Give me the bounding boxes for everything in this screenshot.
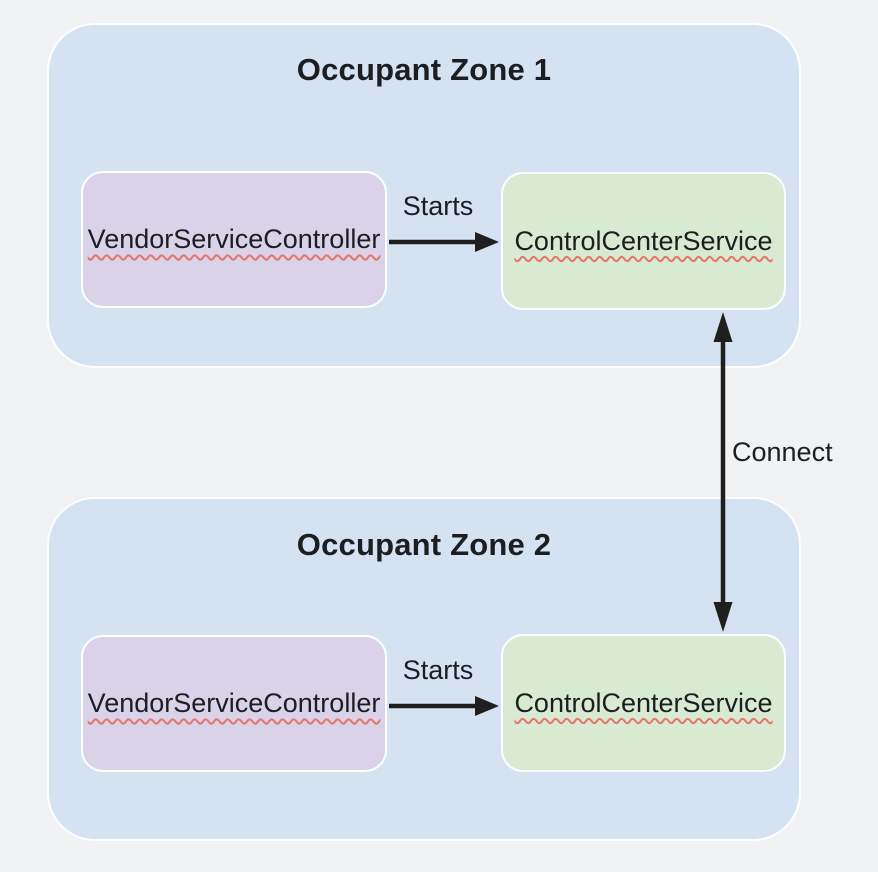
connect-edge-label: Connect [732,437,833,467]
occupant-zone-2-title: Occupant Zone 2 [296,527,552,562]
vendor-service-controller-node-zone1: VendorServiceController [81,171,387,308]
control-center-service-label: ControlCenterService [514,687,773,718]
control-center-service-node-zone1: ControlCenterService [501,172,786,310]
vendor-service-controller-node-zone2: VendorServiceController [81,635,387,772]
control-center-service-node-zone2: ControlCenterService [501,634,786,772]
starts-edge-label-zone2: Starts [402,655,474,685]
control-center-service-label: ControlCenterService [514,225,773,256]
occupant-zone-1-title: Occupant Zone 1 [296,52,552,87]
starts-edge-label-zone1: Starts [402,191,474,221]
vendor-service-controller-label: VendorServiceController [87,688,381,718]
vendor-service-controller-label: VendorServiceController [87,224,381,254]
